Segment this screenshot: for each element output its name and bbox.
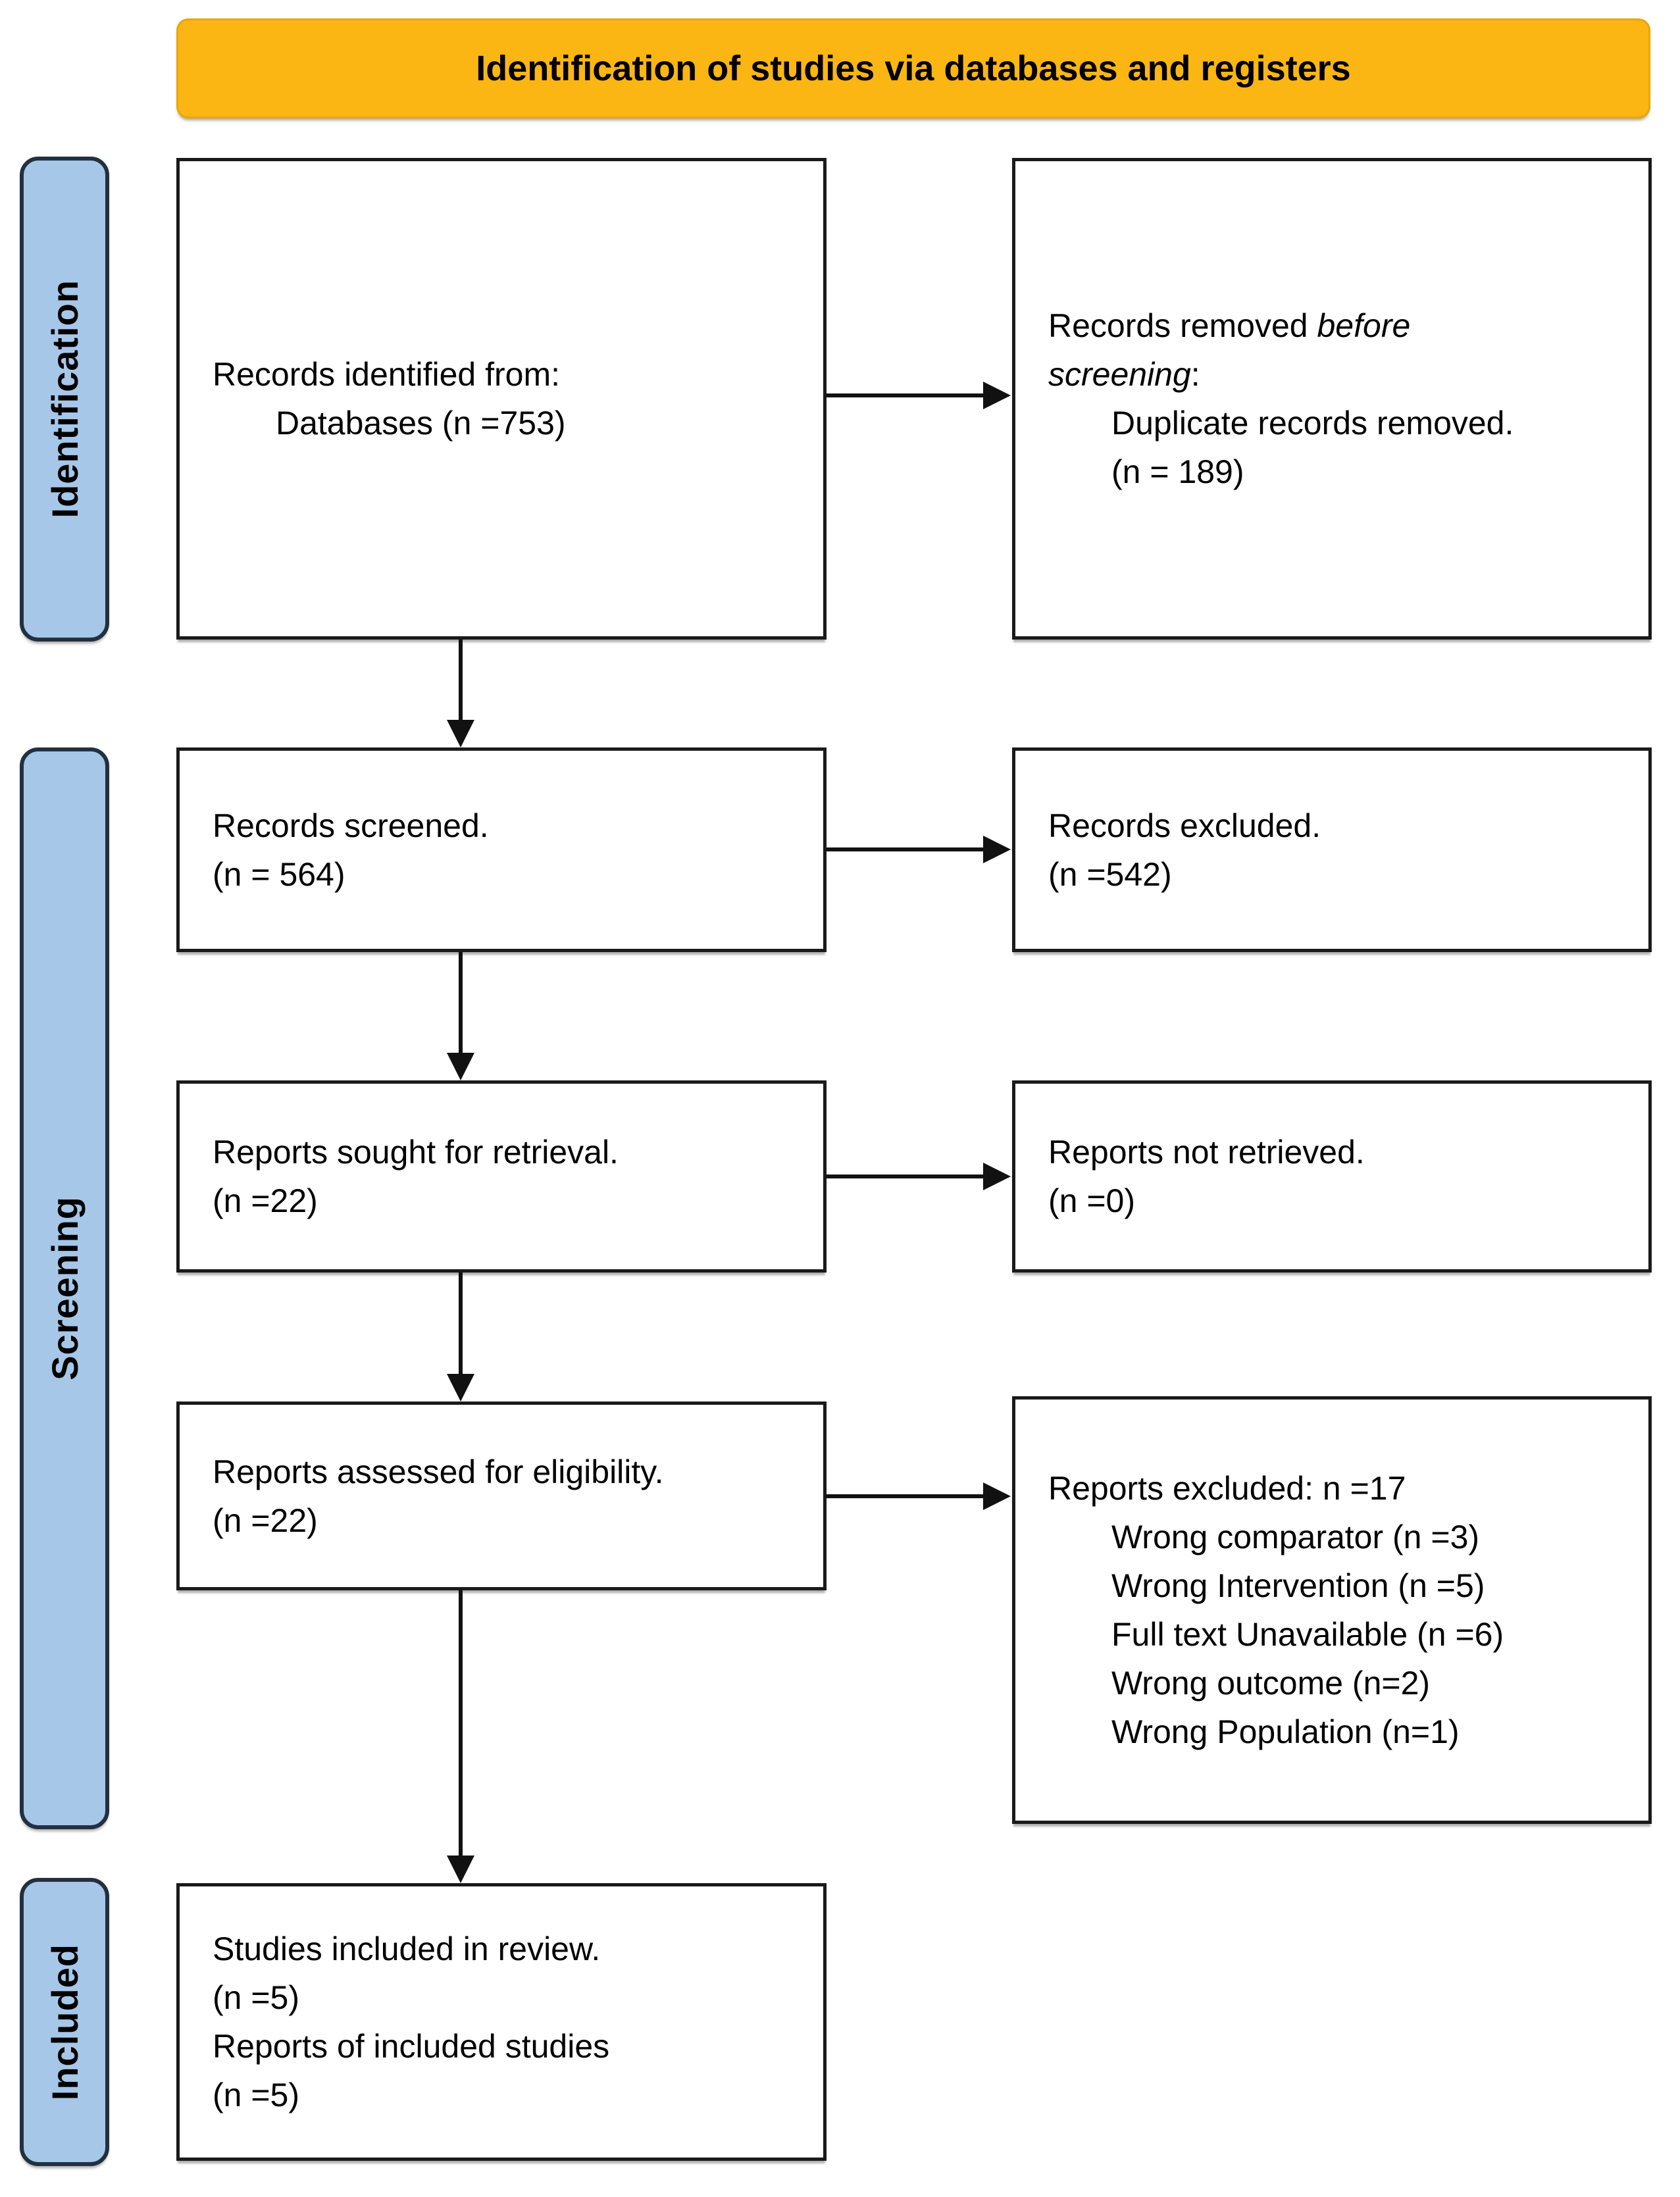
- box-text-line: Duplicate records removed.: [1111, 405, 1514, 442]
- stage-bar-screening: Screening: [20, 747, 109, 1829]
- box-text-line: Records removed before: [1048, 301, 1630, 350]
- box-text-line: (n =0): [1048, 1182, 1136, 1219]
- box-records-screened: Records screened. (n = 564): [176, 747, 827, 952]
- box-text-line: Reports assessed for eligibility.: [213, 1453, 664, 1490]
- exclusion-reason: Wrong comparator (n =3): [1111, 1519, 1480, 1555]
- box-reports-sought: Reports sought for retrieval. (n =22): [176, 1080, 827, 1273]
- right-arrow-screened-to-excluded: [827, 847, 983, 851]
- box-text-line: Reports sought for retrieval.: [213, 1134, 619, 1171]
- box-reports-not-retrieved: Reports not retrieved. (n =0): [1012, 1080, 1652, 1273]
- box-text-line: Reports not retrieved.: [1048, 1134, 1365, 1171]
- box-text-italic: screening: [1048, 356, 1191, 393]
- box-text-line: (n =22): [213, 1182, 318, 1219]
- box-text-italic: before: [1317, 307, 1411, 344]
- box-text-line: (n =22): [213, 1502, 318, 1539]
- down-arrow-identified-to-screened: [459, 640, 463, 720]
- box-reports-assessed: Reports assessed for eligibility. (n =22…: [176, 1402, 827, 1590]
- box-records-identified: Records identified from: Databases (n =7…: [176, 158, 827, 640]
- exclusion-reason: Wrong outcome (n=2): [1111, 1665, 1431, 1702]
- box-records-removed: Records removed before screening: Duplic…: [1012, 158, 1652, 640]
- box-text-line: (n =5): [213, 2077, 300, 2113]
- right-arrow-assessed-to-excluded: [827, 1494, 983, 1498]
- box-text-line: Reports excluded: n =17: [1048, 1470, 1406, 1507]
- box-text-line: Reports of included studies: [213, 2028, 610, 2065]
- exclusion-reason: Wrong Intervention (n =5): [1111, 1567, 1485, 1604]
- box-records-excluded: Records excluded. (n =542): [1012, 747, 1652, 952]
- diagram-title: Identification of studies via databases …: [476, 49, 1351, 88]
- down-arrow-assessed-to-included: [459, 1590, 463, 1856]
- box-text-line: (n =542): [1048, 855, 1172, 893]
- exclusion-reason: Full text Unavailable (n =6): [1111, 1616, 1504, 1653]
- box-text-line: Databases (n =753): [276, 405, 566, 442]
- box-studies-included: Studies included in review. (n =5) Repor…: [176, 1883, 827, 2161]
- down-arrow-screened-to-sought: [459, 952, 463, 1053]
- stage-label-included: Included: [43, 1943, 86, 2101]
- down-arrow-sought-to-assessed: [459, 1273, 463, 1374]
- stage-bar-included: Included: [20, 1878, 109, 2166]
- box-text-segment: Records removed: [1048, 307, 1317, 344]
- stage-bar-identification: Identification: [20, 157, 109, 642]
- box-text-line: Records screened.: [213, 807, 489, 844]
- right-arrow-sought-to-not-retrieved: [827, 1174, 983, 1178]
- box-text-line: Records excluded.: [1048, 807, 1321, 844]
- box-text-line: (n =5): [213, 1979, 300, 2016]
- box-reports-excluded-reasons: Reports excluded: n =17 Wrong comparator…: [1012, 1396, 1652, 1824]
- stage-label-screening: Screening: [43, 1196, 86, 1380]
- exclusion-reason: Wrong Population (n=1): [1111, 1713, 1460, 1750]
- stage-label-identification: Identification: [43, 280, 86, 518]
- diagram-title-banner: Identification of studies via databases …: [176, 18, 1650, 118]
- box-text-line: Records identified from:: [213, 356, 561, 393]
- box-text-line: Studies included in review.: [213, 1931, 601, 1967]
- box-text-line: (n = 189): [1111, 453, 1244, 490]
- right-arrow-identified-to-removed: [827, 393, 983, 397]
- box-text-line: (n = 564): [213, 855, 345, 893]
- box-text-segment: :: [1190, 356, 1200, 393]
- box-text-line: screening:: [1048, 350, 1630, 399]
